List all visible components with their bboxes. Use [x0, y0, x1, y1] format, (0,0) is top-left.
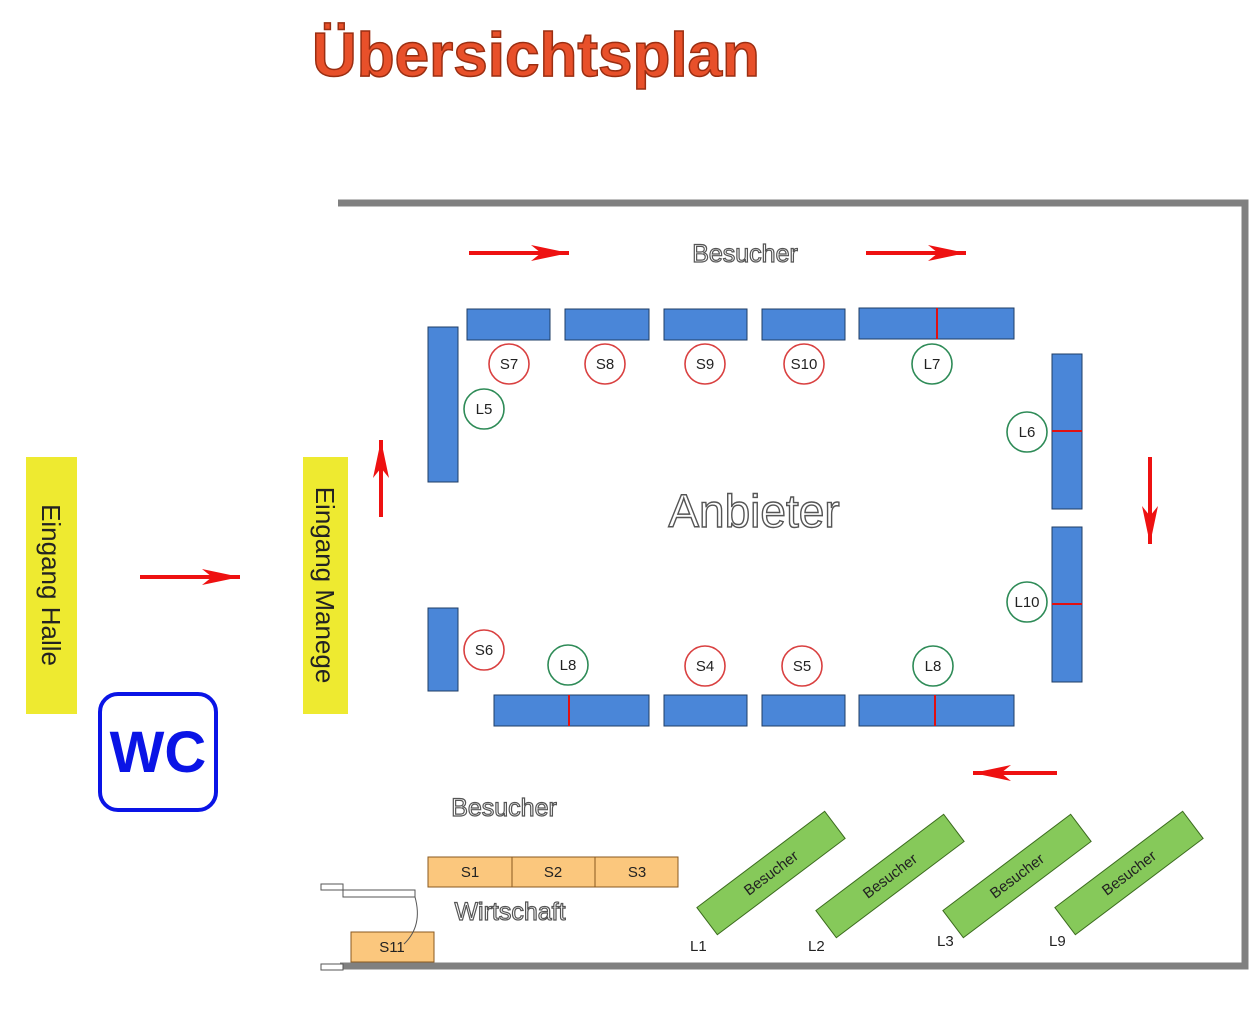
stall-marker-labels: S7 S8 S9 S10 L7 L5 L6 L10 S6 L8 S4 S5 L8	[475, 356, 1040, 675]
stall-marker-s10	[783, 343, 825, 385]
stall-marker-s8	[584, 343, 626, 385]
stall-label: S4	[696, 658, 714, 675]
booth-s3	[594, 856, 679, 888]
visitor-area-tag: L9	[1049, 933, 1066, 950]
door-symbol	[320, 883, 418, 971]
stall-marker-l10	[1006, 581, 1048, 623]
table-bottom-1	[493, 694, 650, 727]
hall-wall	[338, 199, 1249, 970]
table-bottom-4	[858, 694, 1015, 727]
stall-label: S7	[500, 356, 518, 373]
stall-marker-s5	[781, 645, 823, 687]
booth-s11	[350, 931, 435, 963]
visitor-area-tag: L2	[808, 938, 825, 955]
stall-marker-s7	[488, 343, 530, 385]
booth-s1	[427, 856, 513, 888]
catering-booths	[350, 856, 679, 963]
stall-label: S5	[793, 658, 811, 675]
booth-label: S1	[461, 864, 479, 881]
stall-markers	[463, 343, 1048, 687]
table-left-lower	[427, 607, 459, 692]
catering-booth-labels: S1 S2 S3 S11	[379, 864, 646, 956]
stall-marker-l5	[463, 388, 505, 430]
stall-marker-s4	[684, 645, 726, 687]
stall-label: L8	[560, 657, 577, 674]
wc-sign: WC	[98, 692, 218, 812]
table-bottom-3	[761, 694, 846, 727]
stall-label: S10	[791, 356, 818, 373]
stall-label: L5	[476, 401, 493, 418]
table-top-3	[663, 308, 748, 341]
catering-label: Wirtschaft	[454, 898, 565, 926]
table-bottom-2	[663, 694, 748, 727]
table-dividers	[568, 308, 1082, 726]
visitor-area-tag: L3	[937, 933, 954, 950]
stall-marker-l8-left	[547, 644, 589, 686]
visitor-flow-arrows	[140, 245, 1158, 781]
entrance-hall: Eingang Halle	[26, 457, 77, 714]
stall-marker-l8-right	[912, 645, 954, 687]
stall-marker-s9	[684, 343, 726, 385]
wc-label: WC	[110, 720, 207, 785]
stall-label: S9	[696, 356, 714, 373]
booth-label: S2	[544, 864, 562, 881]
stall-label: L6	[1019, 424, 1036, 441]
entrance-hall-label: Eingang Halle	[36, 504, 66, 666]
visitors-label-top: Besucher	[692, 240, 798, 268]
table-top-4	[761, 308, 846, 341]
table-top-2	[564, 308, 650, 341]
stall-label: L8	[925, 658, 942, 675]
stall-marker-s6	[463, 629, 505, 671]
entrance-ring-label: Eingang Manege	[310, 487, 340, 684]
entrance-ring: Eingang Manege	[303, 457, 348, 714]
visitor-area-l2: Besucher	[815, 813, 965, 939]
visitor-area-tag: L1	[690, 938, 707, 955]
stall-label: L7	[924, 356, 941, 373]
stall-label: S6	[475, 642, 493, 659]
stall-label: L10	[1014, 594, 1039, 611]
table-top-1	[466, 308, 551, 341]
visitor-area-tags: L1 L2 L3 L9	[690, 933, 1066, 955]
stall-label: S8	[596, 356, 614, 373]
stall-marker-l7	[911, 343, 953, 385]
booth-s2	[511, 856, 596, 888]
booth-label: S11	[379, 939, 405, 956]
page-title: Übersichtsplan	[312, 21, 760, 90]
stall-marker-l6	[1006, 411, 1048, 453]
booth-label: S3	[628, 864, 646, 881]
table-left-upper	[427, 326, 459, 483]
vendors-label: Anbieter	[668, 485, 839, 537]
visitors-label-bottom: Besucher	[451, 794, 557, 822]
